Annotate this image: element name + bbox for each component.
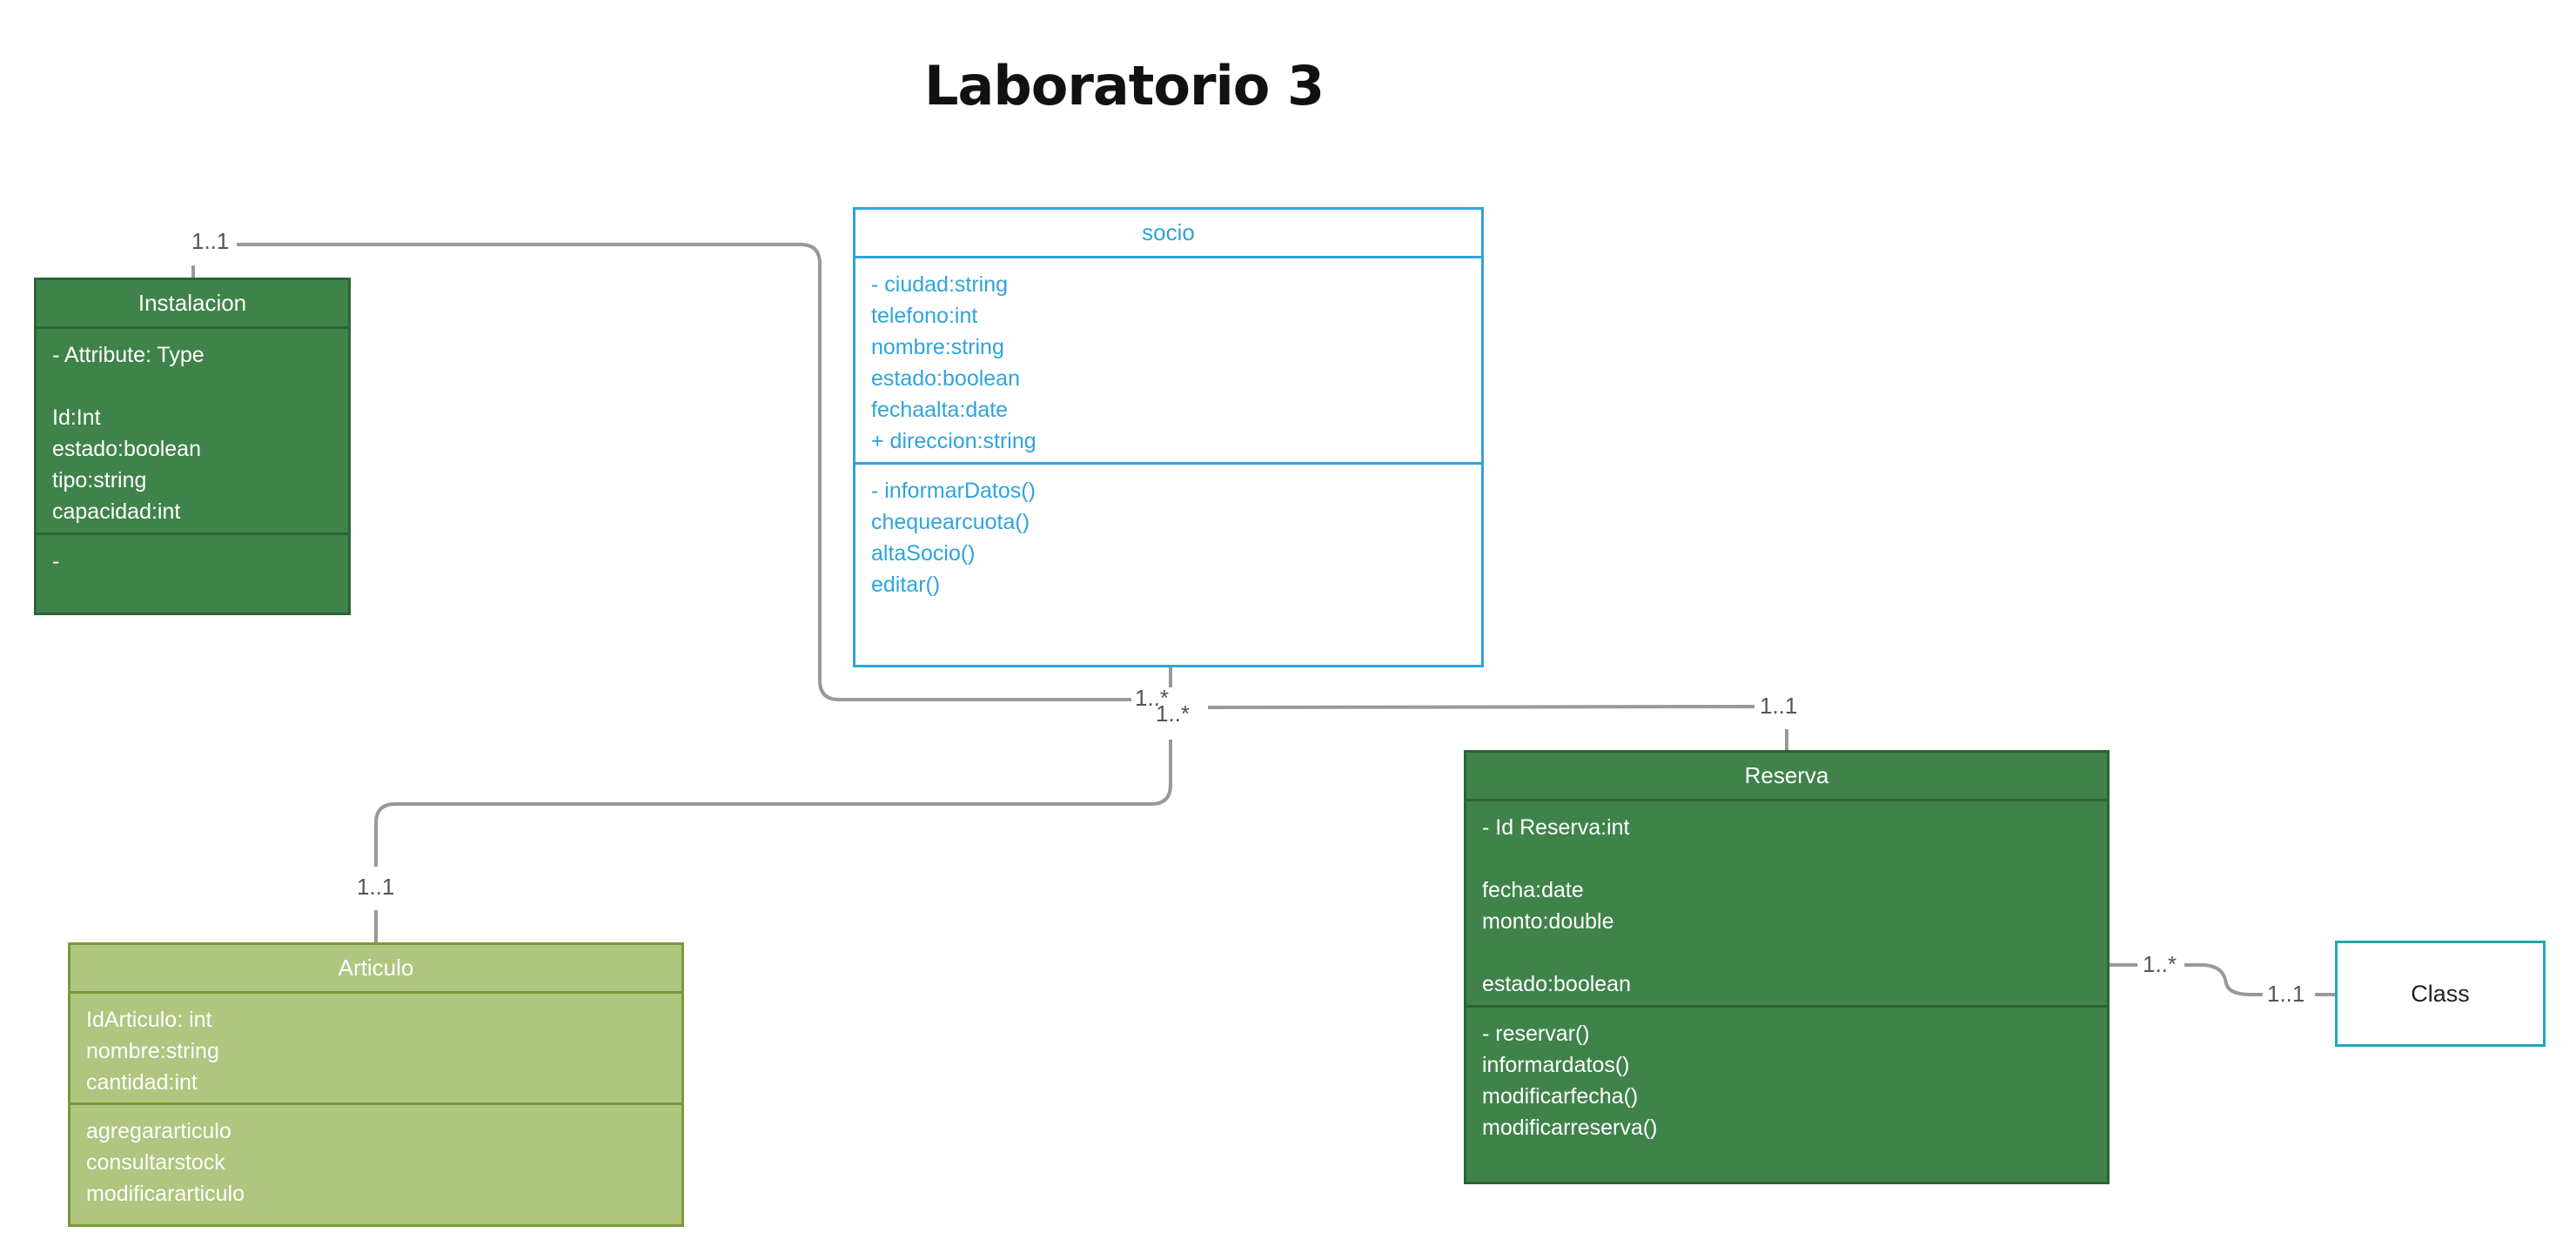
blank-line: [1482, 843, 2091, 874]
multiplicity-socio-bottom-a: 1..*: [1135, 685, 1169, 711]
member-line: chequearcuota(): [871, 510, 1030, 534]
class-articulo-name: Articulo: [70, 945, 681, 994]
member-line: fecha:date: [1482, 878, 1584, 902]
blank-line: [52, 371, 332, 402]
multiplicity-class-left: 1..1: [2267, 981, 2304, 1007]
multiplicity-socio-bottom-b: 1..*: [1156, 700, 1190, 727]
member-line: nombre:string: [871, 335, 1004, 359]
member-line: monto:double: [1482, 909, 1614, 934]
member-line: estado:boolean: [52, 437, 201, 461]
member-line: estado:boolean: [1482, 972, 1631, 996]
member-line: -: [52, 549, 60, 573]
member-line: - Attribute: Type: [52, 343, 205, 367]
class-placeholder[interactable]: Class: [2335, 941, 2546, 1047]
member-line: fechaalta:date: [871, 398, 1009, 422]
multiplicity-reserva-right: 1..*: [2143, 951, 2177, 977]
member-line: + direccion:string: [871, 429, 1036, 453]
class-reserva[interactable]: Reserva - Id Reserva:int fecha:date monto:…: [1464, 750, 2110, 1184]
connector-reserva-class: [2110, 963, 2335, 996]
class-socio-attributes: - ciudad:string telefono:int nombre:string…: [855, 258, 1481, 465]
member-line: informardatos(): [1482, 1053, 1630, 1077]
class-articulo[interactable]: Articulo IdArticulo: int nombre:string can…: [68, 942, 684, 1227]
class-reserva-methods: - reservar() informardatos() modificarfech…: [1466, 1008, 2107, 1143]
member-line: telefono:int: [871, 304, 978, 328]
connector-socio-articulo: [374, 740, 1172, 944]
class-placeholder-name: Class: [2411, 980, 2470, 1007]
class-reserva-name: Reserva: [1466, 753, 2107, 801]
multiplicity-articulo-top: 1..1: [357, 874, 394, 900]
class-articulo-attributes: IdArticulo: int nombre:string cantidad:int: [70, 994, 681, 1105]
diagram-title: Laboratorio 3: [924, 54, 1325, 117]
member-line: - informarDatos(): [871, 479, 1036, 503]
member-line: agregararticulo: [86, 1119, 231, 1143]
member-line: modificarfecha(): [1482, 1084, 1639, 1109]
member-line: - Id Reserva:int: [1482, 815, 1630, 840]
member-line: tipo:string: [52, 468, 147, 492]
class-socio-methods: - informarDatos() chequearcuota() altaSoci…: [855, 465, 1481, 600]
blank-line: [1482, 937, 2091, 968]
member-line: modificararticulo: [86, 1182, 245, 1206]
member-line: cantidad:int: [86, 1070, 198, 1095]
member-line: Id:Int: [52, 405, 101, 430]
multiplicity-instalacion-top: 1..1: [191, 228, 229, 254]
connector-socio-reserva: [1169, 667, 1788, 752]
member-line: modificarreserva(): [1482, 1116, 1658, 1140]
member-line: IdArticulo: int: [86, 1008, 212, 1032]
member-line: consultarstock: [86, 1150, 225, 1175]
class-articulo-methods: agregararticulo consultarstock modificarar…: [70, 1105, 681, 1209]
member-line: estado:boolean: [871, 366, 1020, 391]
member-line: nombre:string: [86, 1039, 219, 1063]
class-instalacion-methods: -: [37, 535, 348, 577]
member-line: altaSocio(): [871, 541, 976, 566]
class-socio-name: socio: [855, 210, 1481, 258]
class-socio[interactable]: socio - ciudad:string telefono:int nombre:…: [853, 207, 1484, 667]
class-instalacion-name: Instalacion: [37, 280, 348, 329]
connector-instalacion-socio: [191, 243, 1131, 701]
member-line: - reservar(): [1482, 1022, 1590, 1046]
class-reserva-attributes: - Id Reserva:int fecha:date monto:double es…: [1466, 801, 2107, 1008]
member-line: capacidad:int: [52, 499, 181, 524]
member-line: editar(): [871, 573, 941, 597]
member-line: - ciudad:string: [871, 272, 1009, 297]
multiplicity-reserva-top: 1..1: [1760, 693, 1797, 719]
